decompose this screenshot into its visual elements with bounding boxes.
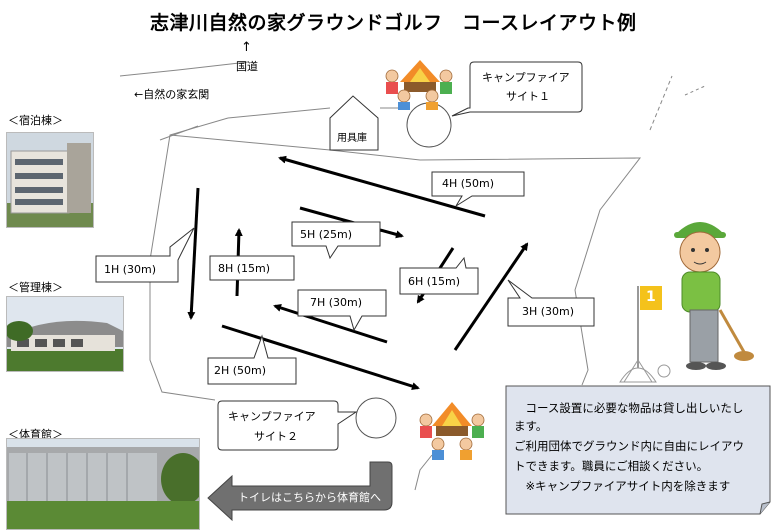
hole-5h-label: 5H (25m) (300, 228, 353, 241)
storage-label: 用具庫 (337, 133, 367, 144)
hole-6h-label: 6H (15m) (408, 275, 461, 288)
callout-8h (209, 255, 295, 281)
hole-4h-label: 4H (50m) (442, 177, 495, 190)
notes-box (505, 385, 771, 515)
arrow-7h (273, 304, 388, 344)
callout-3h (507, 279, 595, 327)
golfer-illustration (674, 222, 754, 370)
north-arrow: ↑ (241, 40, 252, 55)
campfire-site-2-label-line1: キャンプファイア (228, 410, 316, 423)
gym-label: ＜体育館＞ (8, 428, 63, 441)
storage-shed (329, 95, 379, 151)
callout-4h (431, 171, 525, 207)
arrow-4h (278, 155, 486, 218)
hole-8h-label: 8H (15m) (218, 262, 271, 275)
hole-1h-label: 1H (30m) (104, 263, 157, 276)
note-line-3: ご利用団体でグラウンド内に自由にレイアウ (514, 439, 744, 453)
hole-2h-label: 2H (50m) (214, 364, 267, 377)
national-road-label: 国道 (236, 60, 258, 73)
hole-callouts (95, 171, 595, 385)
hole-flag (619, 286, 671, 383)
callout-5h (291, 221, 381, 260)
lodging-building-photo (6, 132, 94, 228)
note-line-2: ます。 (514, 419, 548, 433)
arrow-3h (453, 242, 529, 351)
campfire-illustration-2 (419, 402, 485, 460)
notes-text: コース設置に必要な物品は貸し出しいたし ます。 ご利用団体でグラウンド内に自由に… (514, 398, 764, 496)
campfire-site-1-label-line2: サイト１ (506, 90, 550, 103)
hole-7h-label: 7H (30m) (310, 296, 363, 309)
flag-cloth (640, 286, 662, 310)
note-line-1: コース設置に必要な物品は貸し出しいたし (514, 401, 744, 415)
flag-number: 1 (646, 289, 656, 305)
toilet-direction-arrow (207, 461, 393, 522)
note-line-4: トできます。職員にご相談ください。 (514, 459, 709, 473)
callout-7h (297, 289, 387, 332)
arrow-2h (221, 324, 420, 391)
campfire-site-2-label-line2: サイト２ (254, 430, 298, 443)
callout-6h (399, 256, 479, 295)
lodging-building-label: ＜宿泊棟＞ (8, 114, 63, 127)
gym-photo (6, 438, 200, 530)
campfire-illustration-1 (385, 60, 453, 110)
callout-1h (95, 227, 195, 283)
entrance-label: ←自然の家玄関 (134, 88, 210, 101)
page-title: 志津川自然の家グラウンドゴルフ コースレイアウト例 (150, 12, 637, 34)
admin-building-photo (6, 296, 124, 372)
ground-outline (119, 61, 706, 491)
campfire-site-1-callout (451, 61, 583, 117)
note-line-5: ※キャンプファイアサイト内を除きます (514, 479, 731, 493)
toilet-direction-label: トイレはこちらから体育館へ (238, 491, 381, 504)
arrow-1h (187, 187, 200, 320)
campfire-site-2-circle (355, 397, 397, 439)
hole-3h-label: 3H (30m) (522, 305, 575, 318)
campfire-site-1-label-line1: キャンプファイア (482, 71, 570, 84)
campfire-site-2-callout (217, 400, 358, 451)
callout-2h (207, 334, 297, 385)
admin-building-label: ＜管理棟＞ (8, 281, 63, 294)
